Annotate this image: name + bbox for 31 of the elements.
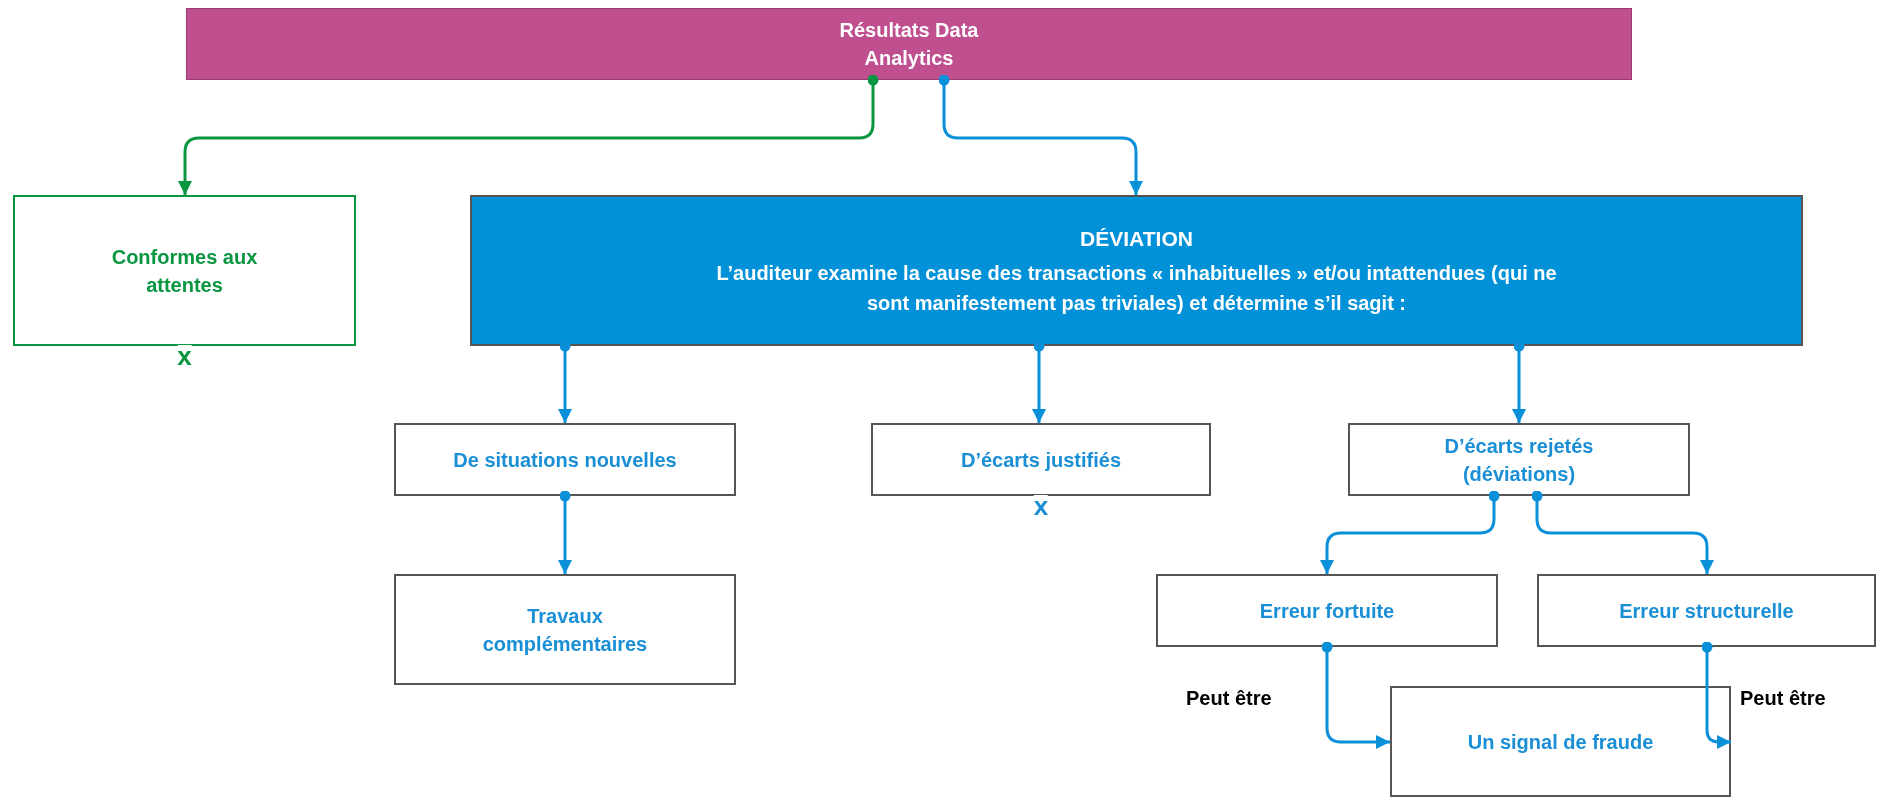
connector-arrow — [1321, 641, 1390, 749]
box-heading: DÉVIATION — [1080, 225, 1193, 252]
process-box — [1348, 423, 1690, 496]
box-label: Un signal de fraude — [1467, 729, 1654, 755]
box-label: Conformes aux attentes — [110, 244, 259, 298]
highlighted-box — [470, 195, 1803, 346]
connector-arrow — [1512, 340, 1526, 423]
connector-arrow — [1701, 641, 1731, 749]
process-box — [394, 574, 736, 685]
box-label: Erreur structurelle — [1619, 598, 1794, 624]
box-label: Erreur fortuite — [1259, 598, 1395, 624]
connector-arrow — [1032, 340, 1046, 423]
connector-arrow — [938, 74, 1143, 195]
end-mark: x — [1033, 495, 1049, 517]
end-mark: x — [177, 345, 192, 367]
box-label: D’écarts rejetés (déviations) — [1443, 433, 1595, 487]
box-label: Travaux complémentaires — [481, 603, 649, 657]
process-box — [1390, 686, 1731, 797]
connector-arrow — [1531, 490, 1714, 574]
connector-arrow — [558, 490, 572, 574]
header-bar — [186, 8, 1632, 80]
box-label: D’écarts justifiés — [960, 447, 1122, 473]
process-box — [394, 423, 736, 496]
box-label: Résultats Data Analytics — [838, 18, 980, 71]
process-box — [1156, 574, 1498, 647]
box-label: De situations nouvelles — [453, 447, 677, 473]
box-description: L’auditeur examine la cause des transactions « inhabituelles » et/ou intattendues (qui ne sont manifestement pas triviales) et détermine s’il sagit : — [715, 260, 1558, 316]
connector-arrow — [178, 74, 879, 195]
connector-arrow — [558, 340, 572, 423]
process-box — [1537, 574, 1876, 647]
connector-arrow — [1320, 490, 1500, 574]
